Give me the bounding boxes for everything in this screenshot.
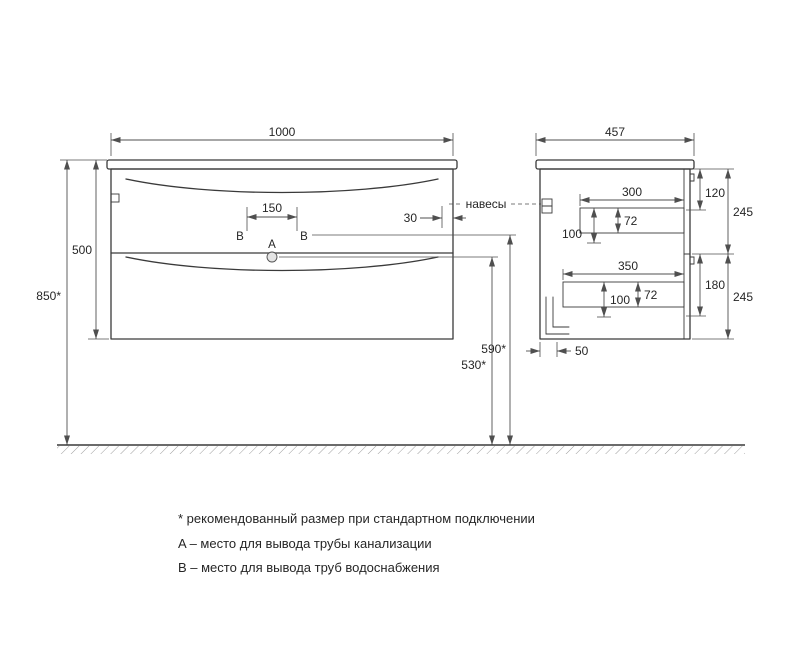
- floor-hatching: [57, 446, 745, 454]
- drain-hole-marker: [266, 251, 278, 263]
- notes: * рекомендованный размер при стандартном…: [178, 511, 535, 575]
- dim-pipe-spacing-label: 150: [262, 201, 282, 215]
- front-top-drawer-handle: [125, 178, 439, 194]
- bottom-drawer-box: [562, 281, 685, 308]
- dim-top-clearance-label: 100: [562, 227, 582, 241]
- bottom-handle-profile: [689, 256, 695, 265]
- hinge-detail: [110, 193, 120, 203]
- dim-wall-offset-label: 50: [575, 344, 589, 358]
- dim-top-height-label: 72: [624, 214, 638, 228]
- side-cabinet-body: [539, 168, 691, 340]
- dim-top-offset-label: 120: [705, 186, 725, 200]
- dim-bottom-front-offset: 180: [686, 254, 725, 317]
- front-countertop: [106, 159, 458, 170]
- bottom-rail-outer: [545, 296, 570, 335]
- front-bottom-drawer-handle: [125, 256, 439, 272]
- dim-top-drawer-height: 72: [615, 208, 638, 233]
- dim-bottom-drawer-length: 350: [562, 259, 685, 280]
- dim-bottom-drawer-height: 72: [635, 282, 658, 307]
- dim-top-drawer-clearance: 100: [562, 208, 601, 244]
- dim-floor-to-drain: 530*: [279, 256, 498, 445]
- note-point-a: A – место для вывода трубы канализации: [178, 536, 432, 551]
- side-cabinet: [535, 159, 695, 340]
- dim-bottom-height-label: 72: [644, 288, 658, 302]
- side-countertop: [535, 159, 695, 170]
- dim-bottom-front-height-label: 245: [733, 290, 753, 304]
- dim-floor-to-water: 590*: [312, 234, 516, 445]
- front-view: 1000 500 850* 150 B B A 30: [36, 125, 541, 445]
- dim-front-height-label: 500: [72, 243, 92, 257]
- side-view: 457 300 72 100 120 245: [526, 125, 753, 358]
- point-b-left-label: B: [236, 231, 244, 243]
- point-b-right-label: B: [300, 231, 308, 243]
- dim-bottom-front-height: 245: [692, 254, 753, 340]
- point-a-label: A: [268, 239, 276, 251]
- dim-top-front-height-label: 245: [733, 205, 753, 219]
- dim-front-mount-height: 850*: [36, 160, 70, 445]
- note-recommended-size: * рекомендованный размер при стандартном…: [178, 511, 535, 526]
- dim-side-depth: 457: [535, 125, 695, 156]
- top-drawer-box: [579, 207, 685, 234]
- dim-front-width: 1000: [110, 125, 454, 156]
- dim-top-front-offset: 120: [686, 169, 725, 211]
- floor: [57, 444, 745, 454]
- front-cabinet: [106, 159, 458, 340]
- dim-mount-height-label: 850*: [36, 289, 61, 303]
- dim-wall-offset: 50: [526, 342, 589, 358]
- dim-top-drawer-length: 300: [579, 185, 685, 206]
- dim-hanger-offset: 30: [404, 206, 466, 228]
- dim-drain-height-label: 530*: [461, 358, 486, 372]
- bottom-rail-inner: [552, 296, 570, 328]
- hangers-callout: навесы: [449, 197, 541, 211]
- dim-bottom-drawer-clearance: 100: [597, 282, 630, 318]
- dim-front-width-label: 1000: [269, 125, 296, 139]
- dim-pipe-spacing: 150: [246, 201, 298, 231]
- front-cabinet-body: [110, 168, 454, 340]
- connection-points: B B A: [236, 231, 308, 263]
- dim-top-front-height: 245: [692, 168, 753, 255]
- dim-top-length-label: 300: [622, 185, 642, 199]
- hangers-label: навесы: [466, 197, 507, 211]
- dim-bottom-offset-label: 180: [705, 278, 725, 292]
- dim-depth-label: 457: [605, 125, 625, 139]
- dim-water-height-label: 590*: [481, 342, 506, 356]
- dim-front-height: 500: [60, 159, 109, 340]
- dim-bottom-clearance-label: 100: [610, 293, 630, 307]
- dim-hanger-offset-label: 30: [404, 211, 418, 225]
- top-handle-profile: [689, 173, 695, 182]
- dim-bottom-length-label: 350: [618, 259, 638, 273]
- note-point-b: B – место для вывода труб водоснабжения: [178, 560, 440, 575]
